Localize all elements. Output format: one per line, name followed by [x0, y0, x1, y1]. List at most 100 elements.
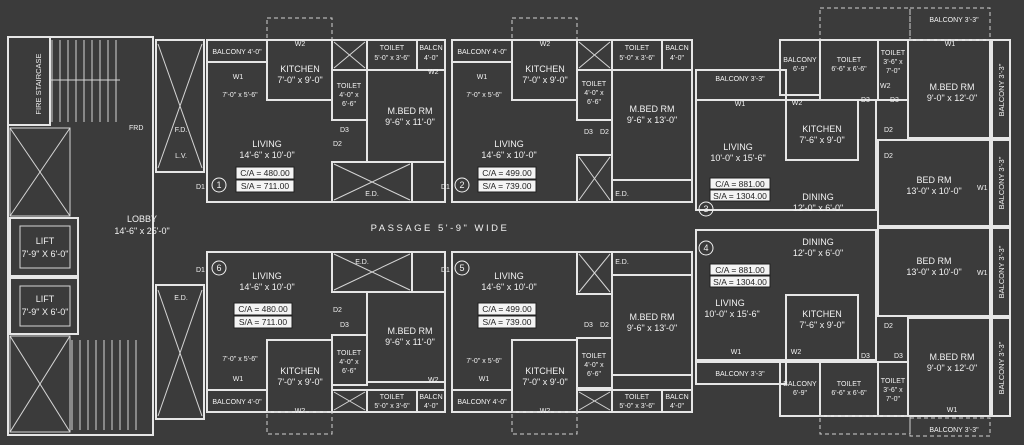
mbed-dim: 9'-0" x 12'-0": [927, 93, 977, 103]
w2-label: W2: [295, 408, 306, 415]
frd-label: FRD: [129, 125, 143, 132]
balcn-dim: 4'-0": [670, 55, 684, 62]
balcony-label: BALCONY 4'-0": [457, 49, 507, 56]
d3-label: D3: [340, 322, 349, 329]
w2-label: W2: [428, 69, 439, 76]
balcony-vertical: BALCONY 3'-3": [997, 63, 1006, 116]
w1-label: W1: [233, 376, 244, 383]
toilet-dim: 6'-6": [587, 99, 601, 106]
kitchen-label: KITCHEN: [525, 366, 565, 376]
toilet-label: TOILET: [625, 394, 650, 401]
w1-label: W1: [945, 41, 956, 48]
w2-label: W2: [428, 377, 439, 384]
unit-number: 1: [216, 180, 221, 190]
d2-label: D2: [333, 141, 342, 148]
lift-dim: 7'-9" X 6'-0": [22, 307, 69, 317]
carpet-area: C/A = 499.00: [482, 304, 532, 314]
toilet-label: TOILET: [582, 353, 607, 360]
w2-label: W2: [540, 408, 551, 415]
kitchen-dim: 7'-6" x 9'-0": [799, 135, 844, 145]
toilet-dim: 6'-6" x 6'-6": [831, 390, 867, 397]
bed-label: BED RM: [916, 256, 951, 266]
toilet-dim: 3'-6" x: [883, 59, 903, 66]
toilet-label: TOILET: [380, 45, 405, 52]
w1-label: W1: [477, 74, 488, 81]
unit-number: 4: [703, 243, 708, 253]
core-block: FIRE STAIRCASE FRD LIFT 7'-9" X 6'-0" LI…: [7, 36, 205, 436]
toilet-label: TOILET: [337, 83, 362, 90]
balcony-label: BALCONY 3'-3": [929, 427, 979, 434]
ed-label: E.D.: [365, 191, 379, 198]
d2-label: D2: [884, 127, 893, 134]
d2-label: D2: [884, 323, 893, 330]
balcony-label: BALCONY 4'-0": [457, 399, 507, 406]
lift-dim: 7'-9" X 6'-0": [22, 249, 69, 259]
d2-label: D2: [333, 307, 342, 314]
kitchen-dim: 7'-0" x 9'-0": [277, 377, 322, 387]
lobby-dim: 14'-6" x 25'-0": [114, 226, 169, 236]
balcony-label: BALCONY 3'-3": [715, 76, 765, 83]
living-label: LIVING: [494, 139, 524, 149]
w1-label: W1: [977, 270, 988, 277]
balcony-dim: 6'-9": [793, 390, 807, 397]
living-label: LIVING: [723, 142, 753, 152]
toilet-dim: 7'-0": [886, 396, 900, 403]
toilet-dim: 6'-6": [342, 368, 356, 375]
w1-label: W1: [731, 349, 742, 356]
d2-label: D2: [600, 129, 609, 136]
d3-label: D3: [861, 353, 870, 360]
d2-label: D2: [600, 322, 609, 329]
d1-label: D1: [196, 184, 205, 191]
toilet-dim: 4'-0" x: [584, 90, 604, 97]
toilet-dim: 5'-0" x 3'-6": [619, 55, 655, 62]
mbed-dim: 9'-6" x 13'-0": [627, 115, 677, 125]
balcony-vertical: BALCONY 3'-3": [997, 245, 1006, 298]
kitchen-label: KITCHEN: [280, 64, 320, 74]
fire-staircase-label: FIRE STAIRCASE: [34, 53, 43, 114]
living-dim: 10'-0" x 15'-6": [704, 309, 759, 319]
toilet-label: TOILET: [881, 378, 906, 385]
saleable-area: S/A = 739.00: [483, 317, 532, 327]
toilet-label: TOILET: [837, 57, 862, 64]
balcn-dim: 4'-0": [424, 55, 438, 62]
bed-dim: 13'-0" x 10'-0": [906, 186, 961, 196]
unit-4: 4 DINING 12'-0" x 6'-0" C/A = 881.00 S/A…: [695, 227, 1011, 437]
kitchen-dim: 7'-6" x 9'-0": [799, 320, 844, 330]
unit-5: 5 D1 LIVING 14'-6" x 10'-0" C/A = 499.00…: [441, 251, 693, 435]
mbed-dim: 9'-6" x 11'-0": [385, 337, 435, 347]
carpet-area: C/A = 480.00: [238, 304, 288, 314]
kitchen-label: KITCHEN: [280, 366, 320, 376]
living-label: LIVING: [252, 271, 282, 281]
unit-1: BALCONY 4'-0" W2 KITCHEN 7'-0" x 9'-0" T…: [196, 17, 446, 203]
kitchen-label: KITCHEN: [525, 64, 565, 74]
w1-label: W1: [947, 407, 958, 414]
saleable-area: S/A = 711.00: [239, 317, 288, 327]
mbed-label: M.BED RM: [630, 104, 675, 114]
toilet-dim: 4'-0" x: [339, 359, 359, 366]
kitchen-label: KITCHEN: [802, 309, 842, 319]
d3-label: D3: [584, 129, 593, 136]
d3-label: D3: [894, 353, 903, 360]
balcony-label: BALCONY 4'-0": [212, 399, 262, 406]
d3-label: D3: [584, 322, 593, 329]
w1-label: W1: [479, 376, 490, 383]
w1-label: W1: [233, 74, 244, 81]
mbed-dim: 9'-6" x 13'-0": [627, 323, 677, 333]
balcn-dim: 4'-0": [424, 403, 438, 410]
dining-dim: 12'-0" x 6'-0": [793, 203, 843, 213]
w1-label: W1: [735, 101, 746, 108]
w2-label: W2: [295, 41, 306, 48]
lift-label: LIFT: [36, 294, 55, 304]
toilet-dim: 5'-0" x 3'-6": [374, 55, 410, 62]
w2-label: W2: [880, 83, 891, 90]
living-label: LIVING: [252, 139, 282, 149]
balcony-label: BALCONY 3'-3": [929, 17, 979, 24]
toilet-dim: 4'-0" x: [584, 362, 604, 369]
toilet-label: TOILET: [881, 50, 906, 57]
saleable-area: S/A = 1304.00: [713, 277, 767, 287]
saleable-area: S/A = 1304.00: [713, 191, 767, 201]
unit-3: BALCONY 3'-3" W2 KITCHEN 7'-6" x 9'-0" B…: [695, 7, 1011, 227]
dining-dim: 12'-0" x 6'-0": [793, 248, 843, 258]
toilet-dim: 6'-6" x 6'-6": [831, 66, 867, 73]
d1-label: D1: [441, 184, 450, 191]
